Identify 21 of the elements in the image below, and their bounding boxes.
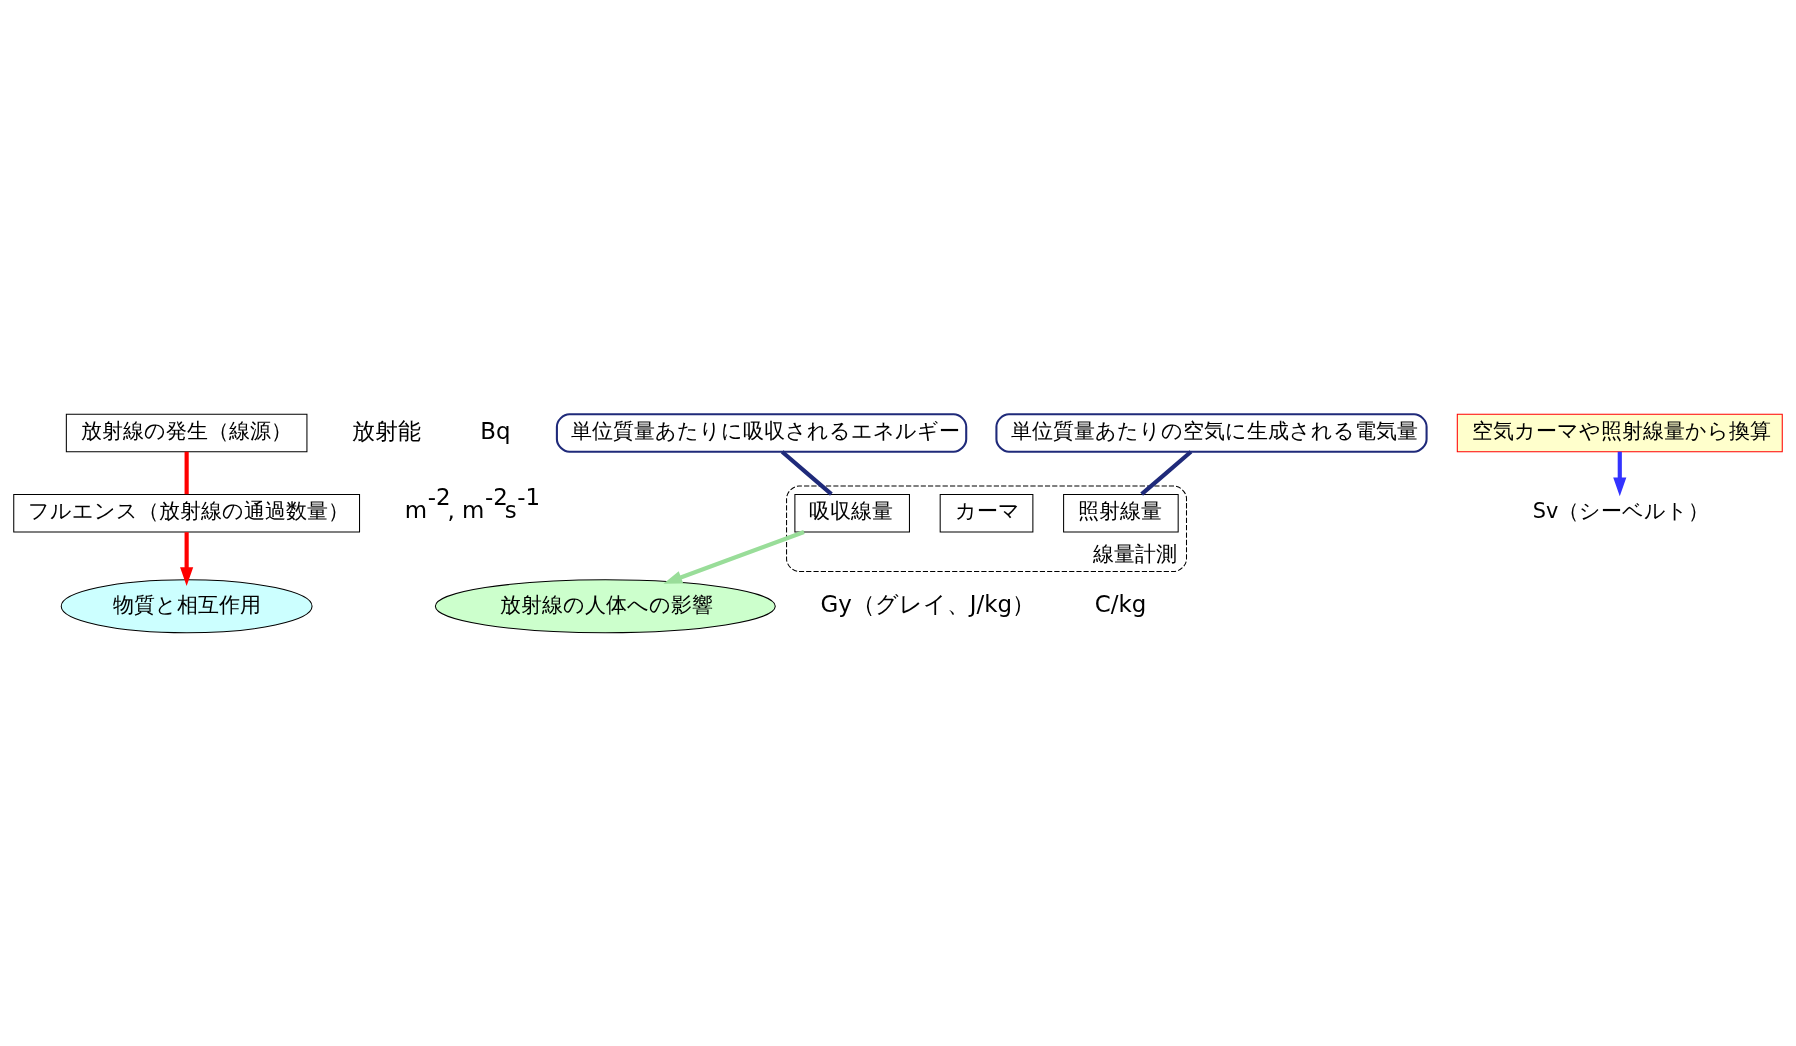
arrow [663,530,805,584]
node-box: 照射線量 [1063,493,1179,533]
node-ellipse: 放射線の人体への影響 [434,579,776,634]
arrow [180,532,194,587]
arrow [1613,451,1627,497]
node-box: 吸収線量 [794,493,910,533]
node-label: C/kg [1094,591,1147,618]
node-box: 空気カーマや照射線量から換算 [1456,413,1783,453]
node-label: Bq [480,417,511,444]
node-box: フルエンス（放射線の通過数量） [13,493,361,533]
node-box: 単位質量あたりの空気に生成される電気量 [995,413,1428,453]
connector [184,451,189,495]
node-text: Sv（シーベルト） [1532,499,1710,524]
node-label: 放射能 [352,417,422,444]
node-label: Gy（グレイ、J/kg） [820,591,1035,618]
node-box: 単位質量あたりに吸収されるエネルギー [555,413,968,453]
node-box: 放射線の発生（線源） [65,413,308,453]
node-ellipse: 物質と相互作用 [60,579,313,634]
node-box: カーマ [939,493,1034,533]
connector [1140,450,1193,496]
connector [780,450,833,496]
